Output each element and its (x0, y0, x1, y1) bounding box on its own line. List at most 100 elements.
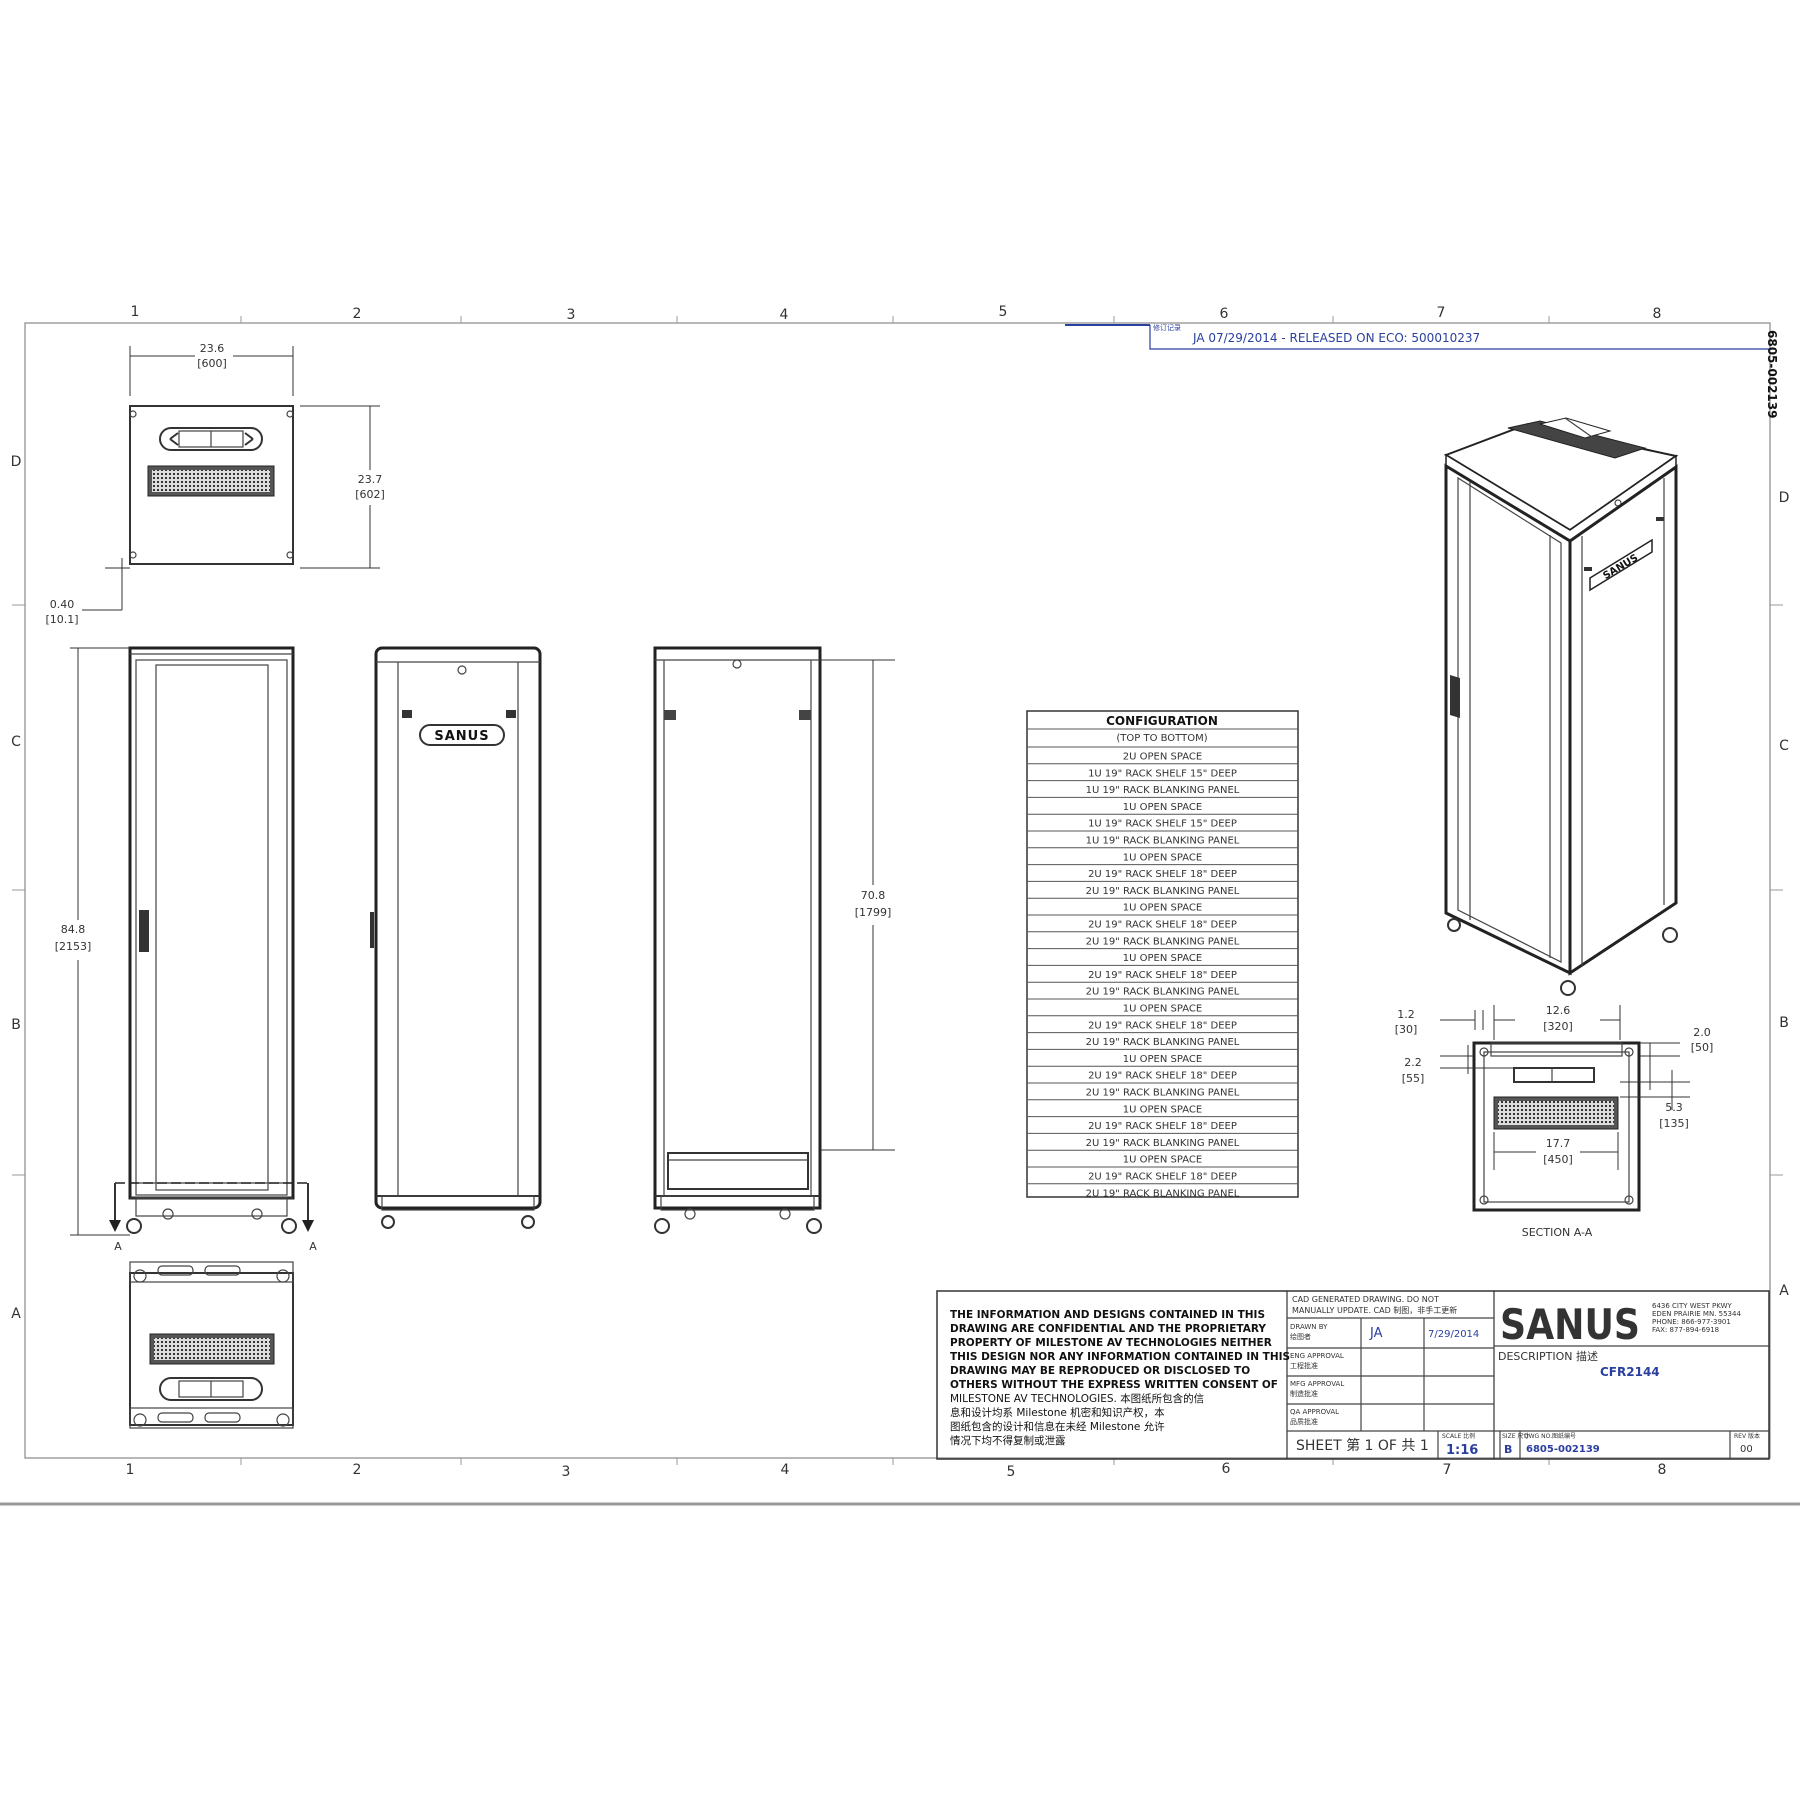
notice-line-6: OTHERS WITHOUT THE EXPRESS WRITTEN CONSE… (950, 1379, 1278, 1391)
confidentiality-notice: THE INFORMATION AND DESIGNS CONTAINED IN… (950, 1309, 1290, 1447)
zone-labels-bottom: 1 2 3 4 5 6 7 8 (126, 1461, 1667, 1480)
zone-left-c: C (11, 734, 21, 750)
drawn-by-label: DRAWN BY (1290, 1323, 1328, 1331)
drawn-by-label-cn: 绘图者 (1290, 1332, 1311, 1341)
config-row: 2U 19" RACK SHELF 18" DEEP (1088, 1020, 1237, 1031)
description-value: CFR2144 (1600, 1365, 1660, 1379)
revision-block: 修订记录 JA 07/29/2014 - RELEASED ON ECO: 50… (1065, 323, 1779, 418)
zone-top-1: 1 (131, 304, 140, 320)
dim-rail-height-mm: [1799] (855, 906, 892, 919)
zone-top-2: 2 (353, 306, 362, 322)
section-a-a-view: 1.2 [30] 12.6 [320] 2.0 [50] 2.2 [55] 5.… (1395, 1004, 1714, 1239)
rear-view: 70.8 [1799] (653, 646, 895, 1234)
section-mark-right: A (309, 1240, 317, 1253)
dim-sec-f: 17.7 (1546, 1137, 1571, 1150)
dim-sec-b: 12.6 (1546, 1004, 1571, 1017)
zone-right-c: C (1779, 738, 1789, 754)
notice-line-2: DRAWING ARE CONFIDENTIAL AND THE PROPRIE… (950, 1323, 1266, 1335)
config-row: 2U 19" RACK BLANKING PANEL (1086, 987, 1240, 998)
drawing-border (12, 316, 1783, 1465)
dim-sec-d-mm: [55] (1402, 1072, 1425, 1085)
config-subtitle: (TOP TO BOTTOM) (1116, 733, 1207, 744)
config-row: 2U 19" RACK SHELF 18" DEEP (1088, 1121, 1237, 1132)
config-row: 2U 19" RACK SHELF 18" DEEP (1088, 970, 1237, 981)
dim-sec-c: 2.0 (1693, 1026, 1711, 1039)
dim-sec-a-mm: [30] (1395, 1023, 1418, 1036)
dim-sec-d: 2.2 (1404, 1056, 1422, 1069)
dim-sec-a: 1.2 (1397, 1008, 1415, 1021)
notice-line-10: 情况下均不得复制或泄露 (950, 1434, 1066, 1447)
notice-line-4: THIS DESIGN NOR ANY INFORMATION CONTAINE… (950, 1351, 1290, 1363)
zone-bottom-7: 7 (1443, 1462, 1452, 1478)
zone-labels-left: D C B A (11, 454, 22, 1322)
notice-line-5: DRAWING MAY BE REPRODUCED OR DISCLOSED T… (950, 1365, 1250, 1377)
side-view: SANUS (370, 646, 542, 1229)
rev-value: 00 (1740, 1444, 1753, 1455)
config-row: 2U 19" RACK SHELF 18" DEEP (1088, 920, 1237, 931)
config-row: 1U OPEN SPACE (1123, 1104, 1202, 1115)
size-value: B (1504, 1443, 1512, 1456)
company-logo: SANUS (1500, 1300, 1640, 1349)
zone-bottom-5: 5 (1007, 1464, 1016, 1480)
config-row: 2U 19" RACK SHELF 18" DEEP (1088, 869, 1237, 880)
dim-sec-e-mm: [135] (1659, 1117, 1689, 1130)
size-label: SIZE 尺寸 (1502, 1432, 1529, 1440)
config-row: 1U OPEN SPACE (1123, 953, 1202, 964)
zone-right-d: D (1779, 490, 1790, 506)
zone-bottom-3: 3 (562, 1464, 571, 1480)
config-row: 1U OPEN SPACE (1123, 802, 1202, 813)
config-row: 2U 19" RACK BLANKING PANEL (1086, 936, 1240, 947)
zone-top-4: 4 (780, 307, 789, 323)
company-address-1: 6436 CITY WEST PKWY (1652, 1302, 1733, 1310)
zone-right-b: B (1779, 1015, 1789, 1031)
dim-overall-height-mm: [2153] (55, 940, 92, 953)
zone-left-a: A (11, 1306, 21, 1322)
dwg-no-label: DWG NO.图纸编号 (1524, 1432, 1576, 1440)
eng-approval-label: ENG APPROVAL (1290, 1352, 1344, 1360)
company-address-2: EDEN PRAIRIE MN. 55344 (1652, 1310, 1741, 1318)
dim-sec-b-mm: [320] (1543, 1020, 1573, 1033)
drawn-by-value: JA (1369, 1326, 1383, 1341)
section-a-a-label: SECTION A-A (1522, 1226, 1593, 1239)
dim-top-depth: 23.7 (358, 473, 383, 486)
zone-labels-top: 1 2 3 4 5 6 7 8 (131, 304, 1662, 323)
rev-label: REV 版本 (1734, 1432, 1760, 1440)
config-title: CONFIGURATION (1106, 714, 1218, 728)
zone-bottom-1: 1 (126, 1462, 135, 1478)
config-row: 1U 19" RACK SHELF 15" DEEP (1088, 819, 1237, 830)
zone-top-3: 3 (567, 307, 576, 323)
dim-sec-c-mm: [50] (1691, 1041, 1714, 1054)
zone-top-6: 6 (1220, 306, 1229, 322)
zone-bottom-2: 2 (353, 1462, 362, 1478)
zone-labels-right: D C B A (1779, 490, 1790, 1299)
config-row: 1U OPEN SPACE (1123, 1155, 1202, 1166)
zone-left-d: D (11, 454, 22, 470)
dim-sec-f-mm: [450] (1543, 1153, 1573, 1166)
zone-bottom-4: 4 (781, 1462, 790, 1478)
zone-top-5: 5 (999, 304, 1008, 320)
sheet-number: SHEET 第 1 OF 共 1 (1296, 1437, 1429, 1454)
revision-side-number: 6805-002139 (1765, 330, 1779, 418)
dim-feet-offset-mm: [10.1] (45, 613, 78, 626)
config-row: 1U OPEN SPACE (1123, 903, 1202, 914)
dim-sec-e: 5.3 (1665, 1101, 1683, 1114)
config-row: 2U 19" RACK BLANKING PANEL (1086, 1088, 1240, 1099)
zone-bottom-8: 8 (1658, 1462, 1667, 1478)
dim-top-depth-mm: [602] (355, 488, 385, 501)
dim-top-width-mm: [600] (197, 357, 227, 370)
notice-line-1: THE INFORMATION AND DESIGNS CONTAINED IN… (950, 1309, 1265, 1321)
config-row: 1U 19" RACK SHELF 15" DEEP (1088, 768, 1237, 779)
configuration-table: CONFIGURATION (TOP TO BOTTOM) 2U OPEN SP… (1026, 710, 1299, 1199)
config-row: 2U 19" RACK SHELF 18" DEEP (1088, 1071, 1237, 1082)
notice-line-8: 息和设计均系 Milestone 机密和知识产权，本 (950, 1406, 1165, 1419)
dim-top-width: 23.6 (200, 342, 225, 355)
eng-approval-label-cn: 工程批准 (1290, 1361, 1318, 1370)
dwg-no-value: 6805-002139 (1526, 1444, 1600, 1455)
mfg-approval-label: MFG APPROVAL (1290, 1380, 1344, 1388)
notice-line-7: MILESTONE AV TECHNOLOGIES. 本图纸所包含的信 (950, 1392, 1204, 1405)
zone-right-a: A (1779, 1283, 1789, 1299)
description-label: DESCRIPTION 描述 (1498, 1349, 1598, 1363)
qa-approval-label-cn: 品质批准 (1290, 1417, 1318, 1426)
cad-note-2: MANUALLY UPDATE. CAD 制图，非手工更新 (1292, 1305, 1457, 1315)
top-view: 23.6 [600] 23.7 [602] 0.40 [10.1] (45, 342, 384, 626)
